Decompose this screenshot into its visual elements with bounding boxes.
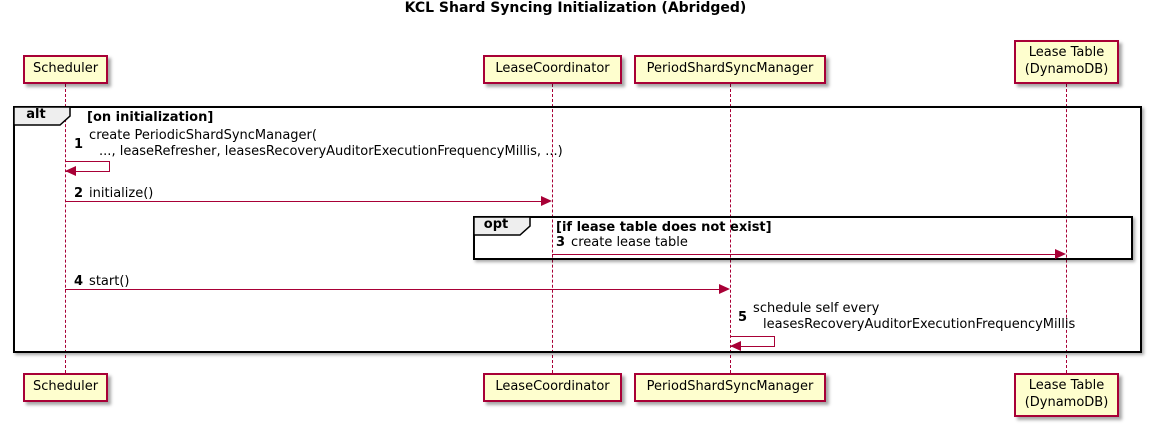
message-2-arrowhead-icon <box>541 196 552 206</box>
participant-lease-coordinator-top: LeaseCoordinator <box>483 55 622 84</box>
opt-guard: [if lease table does not exist] <box>556 220 772 235</box>
message-5-line2: leasesRecoveryAuditorExecutionFrequencyM… <box>763 317 1076 332</box>
message-4: 4 start() <box>74 274 129 289</box>
message-3: 3 create lease table <box>556 235 688 250</box>
message-2-text: initialize() <box>89 186 154 201</box>
message-1-line2: ..., leaseRefresher, leasesRecoveryAudit… <box>99 144 563 159</box>
diagram-title: KCL Shard Syncing Initialization (Abridg… <box>404 0 747 16</box>
message-1-line1: create PeriodicShardSyncManager( <box>89 128 317 143</box>
message-3-arrowhead-icon <box>1055 249 1066 259</box>
message-5-line1: schedule self every <box>753 301 880 316</box>
message-2-number: 2 <box>74 186 84 201</box>
lifeline-scheduler <box>65 84 66 373</box>
message-2: 2 initialize() <box>74 186 153 201</box>
participant-scheduler-bottom: Scheduler <box>23 373 108 402</box>
message-5-arrowhead-icon <box>730 341 741 351</box>
message-5-number: 5 <box>738 309 748 325</box>
message-1-number: 1 <box>74 136 84 152</box>
opt-frame-label: opt <box>473 216 531 236</box>
message-3-arrow <box>552 254 1055 255</box>
alt-operator: alt <box>26 107 46 122</box>
participant-lease-table-top: Lease Table (DynamoDB) <box>1014 40 1119 84</box>
lifeline-lease-table <box>1066 84 1067 373</box>
message-5: 5 schedule self every leasesRecoveryAudi… <box>738 301 1075 333</box>
alt-frame: alt [on initialization] <box>13 106 1142 353</box>
participant-scheduler-top: Scheduler <box>23 55 108 84</box>
message-1-arrowhead-icon <box>65 166 76 176</box>
alt-frame-label: alt <box>13 106 71 126</box>
opt-pentagon-icon <box>473 216 531 236</box>
message-2-arrow <box>65 201 542 202</box>
participant-lease-coordinator-bottom: LeaseCoordinator <box>483 373 622 402</box>
lifeline-period-shard-sync-manager <box>730 84 731 373</box>
message-1-self-arrow <box>65 161 110 172</box>
message-4-arrow <box>65 289 719 290</box>
message-3-number: 3 <box>556 235 566 250</box>
message-1: 1 create PeriodicShardSyncManager( ..., … <box>74 128 563 160</box>
message-4-number: 4 <box>74 274 84 289</box>
message-3-text: create lease table <box>571 235 688 250</box>
message-4-text: start() <box>89 274 130 289</box>
opt-frame: opt [if lease table does not exist] <box>473 216 1133 260</box>
participant-lease-table-bottom: Lease Table (DynamoDB) <box>1014 373 1119 417</box>
opt-operator: opt <box>483 217 509 232</box>
message-4-arrowhead-icon <box>719 284 730 294</box>
participant-period-shard-sync-manager-bottom: PeriodShardSyncManager <box>634 373 826 402</box>
alt-guard: [on initialization] <box>87 110 214 125</box>
participant-period-shard-sync-manager-top: PeriodShardSyncManager <box>634 55 826 84</box>
alt-pentagon-icon <box>13 106 71 126</box>
lifeline-lease-coordinator <box>552 84 553 373</box>
message-5-self-arrow <box>730 336 775 347</box>
